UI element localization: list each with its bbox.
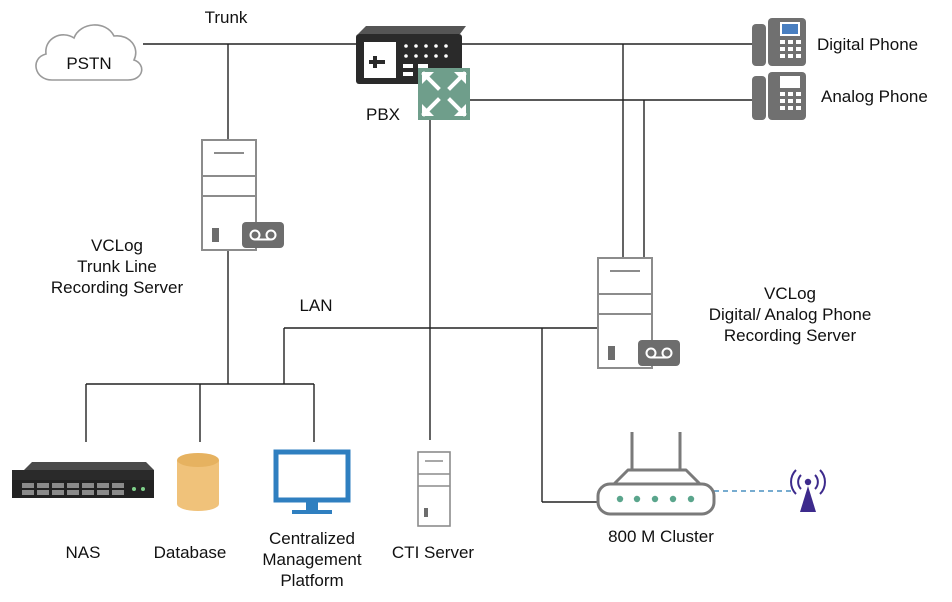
cloud-icon — [35, 24, 143, 81]
rack-nas-icon — [12, 462, 154, 498]
cmp-label-line2: Management — [262, 550, 362, 569]
trunk-server-label-line3: Recording Server — [51, 278, 184, 297]
server-tower-icon — [597, 257, 653, 369]
analog-phone-label: Analog Phone — [821, 87, 928, 106]
voicemail-icon — [638, 340, 680, 366]
analog-phone-node: Analog Phone — [752, 72, 928, 120]
cti-server-node: CTI Server — [392, 451, 475, 562]
cluster-node: 800 M Cluster — [596, 432, 716, 546]
phone-server-label-line3: Recording Server — [724, 326, 857, 345]
database-label: Database — [154, 543, 227, 562]
monitor-icon — [273, 449, 351, 514]
lan-label: LAN — [299, 296, 332, 315]
desk-phone-icon — [752, 72, 806, 120]
pbx-node: PBX — [356, 26, 470, 124]
phone-server-label-line2: Digital/ Analog Phone — [709, 305, 872, 324]
server-tower-icon — [417, 451, 451, 527]
digital-phone-label: Digital Phone — [817, 35, 918, 54]
nas-node: NAS — [12, 462, 154, 562]
database-node: Database — [154, 453, 227, 562]
nas-label: NAS — [66, 543, 101, 562]
trunk-label: Trunk — [205, 8, 248, 27]
voicemail-icon — [242, 222, 284, 248]
radio-antenna-icon — [790, 469, 826, 512]
cti-server-label: CTI Server — [392, 543, 475, 562]
network-switch-icon — [418, 68, 470, 120]
cmp-label-line3: Platform — [280, 571, 343, 590]
phone-server-label-line1: VCLog — [764, 284, 816, 303]
connection-lines — [85, 43, 794, 503]
pbx-label: PBX — [366, 105, 400, 124]
cluster-label: 800 M Cluster — [608, 527, 714, 546]
trunk-server-label-line2: Trunk Line — [77, 257, 157, 276]
cmp-label-line1: Centralized — [269, 529, 355, 548]
pstn-label: PSTN — [66, 54, 111, 73]
pstn-node: PSTN — [35, 24, 143, 81]
digital-phone-node: Digital Phone — [752, 18, 918, 66]
cmp-node: Centralized Management Platform — [262, 449, 362, 590]
phone-recording-server-node: VCLog Digital/ Analog Phone Recording Se… — [597, 257, 872, 369]
wireless-router-icon — [596, 432, 716, 516]
database-cylinder-icon — [177, 453, 219, 511]
desk-phone-icon — [752, 18, 806, 66]
trunk-server-label-line1: VCLog — [91, 236, 143, 255]
trunk-recording-server-node: VCLog Trunk Line Recording Server — [51, 139, 284, 297]
